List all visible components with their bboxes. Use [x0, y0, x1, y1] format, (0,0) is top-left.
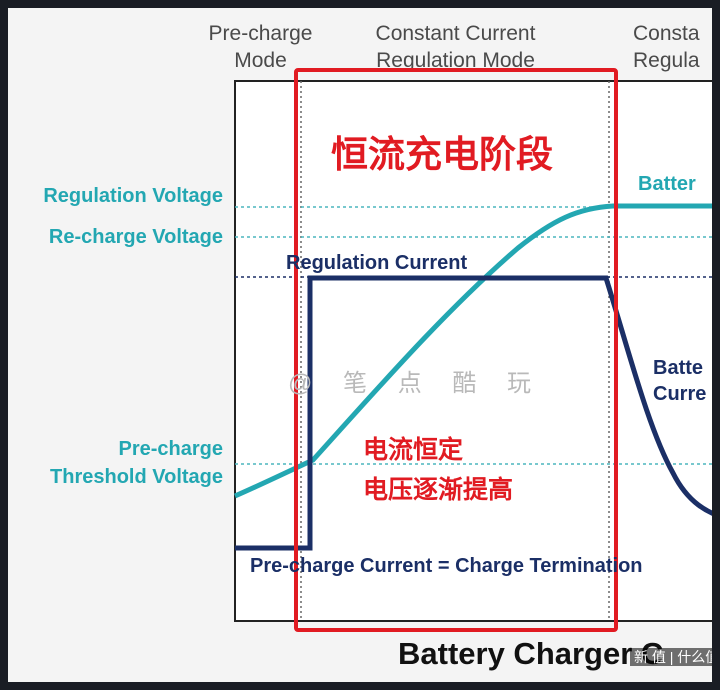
- regulation-current-label: Regulation Current: [286, 252, 468, 274]
- cc-note-current-constant: 电流恒定: [363, 436, 464, 464]
- cc-stage-highlight: [294, 68, 618, 632]
- cc-note-voltage-rising: 电压逐渐提高: [363, 476, 514, 504]
- recharge-voltage-label: Re-charge Voltage: [48, 226, 223, 248]
- corner-watermark: 新 值 | 什么值得买: [630, 648, 712, 666]
- termination-current-label: Pre-charge Current = Charge Termination: [250, 555, 643, 577]
- plot-area: [234, 80, 712, 622]
- diagram-caption: Battery Charger C: [398, 636, 664, 671]
- battery-voltage-label: Batter: [638, 173, 696, 195]
- charge-profile-plot: [234, 68, 712, 632]
- regulation-voltage-label: Regulation Voltage: [43, 185, 223, 207]
- cc-stage-title: 恒流充电阶段: [331, 134, 553, 175]
- battery-current-label-2: Curre: [653, 383, 707, 405]
- voltage-curve: [234, 203, 712, 499]
- watermark: @ 笔 点 酷 玩: [288, 370, 544, 397]
- precharge-threshold-label-1: Pre-charge: [118, 438, 224, 460]
- battery-current-label-1: Batte: [653, 357, 704, 379]
- precharge-threshold-label-2: Threshold Voltage: [50, 466, 223, 488]
- current-curve: [235, 275, 712, 551]
